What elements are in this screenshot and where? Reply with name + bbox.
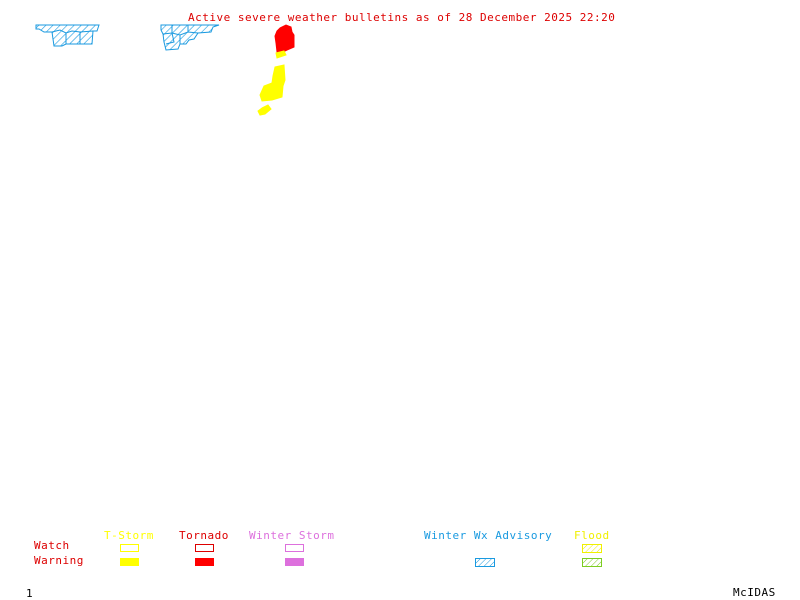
- legend-label-winter-wx-advisory: Winter Wx Advisory: [424, 529, 553, 542]
- legend-row-label-warning: Warning: [34, 554, 84, 567]
- legend-row-label-watch: Watch: [34, 539, 70, 552]
- legend-swatch-tstorm-warning: [120, 558, 139, 566]
- legend-swatch-winter-storm-watch: [285, 544, 304, 552]
- legend-label-tornado: Tornado: [179, 529, 229, 542]
- legend-swatch-flood-watch: [582, 544, 602, 553]
- tstorm-warning-area-south: [257, 104, 272, 116]
- tornado-warning-area: [274, 24, 295, 53]
- legend-swatch-tornado-watch: [195, 544, 214, 552]
- mcidas-brand: McIDAS: [733, 586, 776, 599]
- frame-number: 1: [26, 587, 34, 600]
- legend-label-tstorm: T-Storm: [104, 529, 154, 542]
- legend-swatch-tstorm-watch: [120, 544, 139, 552]
- legend-label-flood: Flood: [574, 529, 610, 542]
- winter-wx-advisory-area-central: [160, 24, 220, 51]
- legend-swatch-winter-storm-warning: [285, 558, 304, 566]
- legend-swatch-winter-wx-advisory-warning: [475, 558, 495, 567]
- map-title: Active severe weather bulletins as of 28…: [188, 11, 616, 24]
- winter-wx-advisory-area-west: [35, 24, 100, 47]
- tstorm-warning-area-middle: [259, 64, 286, 102]
- legend-label-winter-storm: Winter Storm: [249, 529, 335, 542]
- tstorm-warning-area-north: [275, 50, 287, 59]
- legend-swatch-flood-warning: [582, 558, 602, 567]
- legend-swatch-tornado-warning: [195, 558, 214, 566]
